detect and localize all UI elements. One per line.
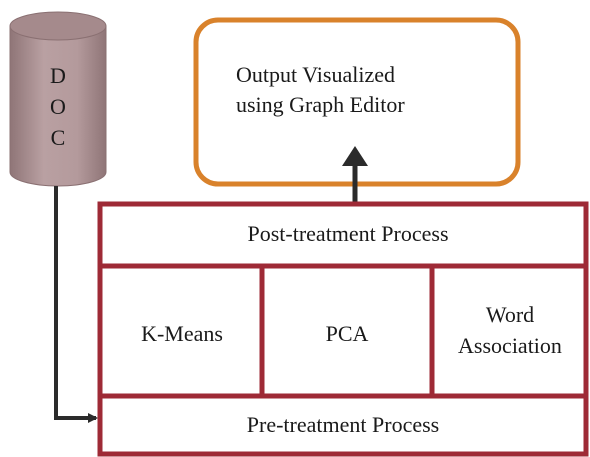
- pre-treatment-label: Pre-treatment Process: [247, 412, 439, 437]
- word-association-box: [429, 263, 589, 399]
- post-to-output-arrowhead: [342, 146, 368, 166]
- word-association-line1: Word: [486, 302, 534, 327]
- kmeans-label: K-Means: [141, 321, 223, 346]
- word-association-line2: Association: [458, 333, 562, 358]
- post-treatment-box: [97, 201, 589, 269]
- cylinder-top: [9, 11, 107, 41]
- doc-database-cylinder: D O C: [9, 11, 107, 187]
- doc-letter-c: C: [51, 125, 66, 150]
- pre-treatment-box: [97, 393, 589, 457]
- cylinder-body: [9, 25, 107, 187]
- doc-letter-d: D: [50, 63, 66, 88]
- doc-to-pretreatment-arrow: [54, 186, 98, 423]
- pca-box: [259, 263, 435, 399]
- processing-frame: Post-treatment Process K-Means PCA Word …: [97, 201, 589, 457]
- post-treatment-label: Post-treatment Process: [247, 221, 448, 246]
- output-box-line1: Output Visualized: [236, 62, 395, 87]
- doc-letter-o: O: [50, 94, 66, 119]
- output-box-line2: using Graph Editor: [236, 92, 405, 117]
- pca-label: PCA: [326, 321, 369, 346]
